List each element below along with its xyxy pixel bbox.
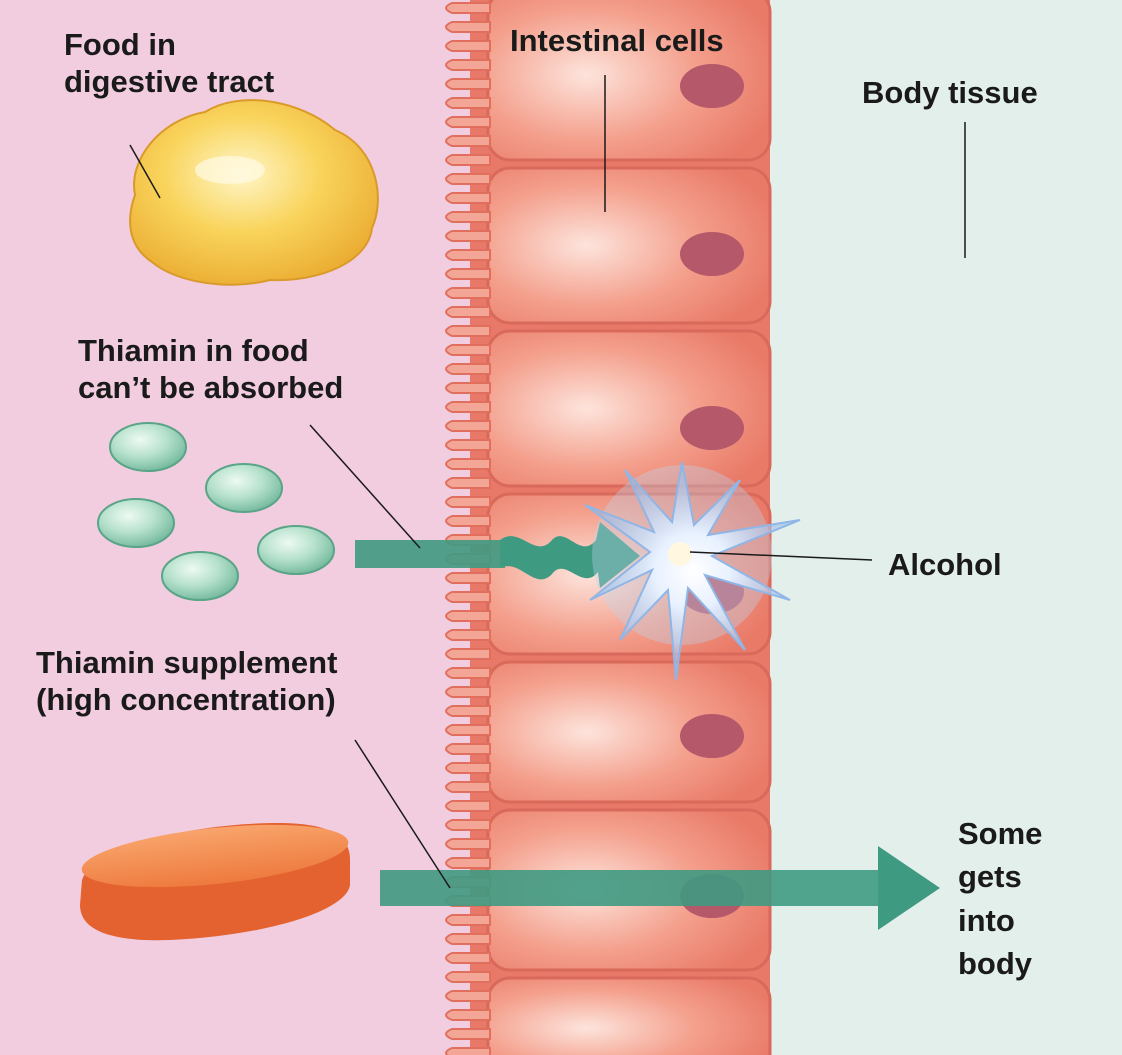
nucleus (680, 64, 744, 108)
microvillus (446, 972, 490, 982)
some-gets-line-1: Some (958, 812, 1042, 855)
thiamin-granule (110, 423, 186, 471)
microvillus (446, 1010, 490, 1020)
food-label: Food in digestive tract (64, 26, 274, 100)
microvillus (446, 41, 490, 51)
thiamin-food-label: Thiamin in food can’t be absorbed (78, 332, 343, 406)
nucleus (680, 232, 744, 276)
microvillus (446, 250, 490, 260)
alcohol-label: Alcohol (888, 546, 1002, 583)
microvillus (446, 402, 490, 412)
some-gets-line-2: gets (958, 855, 1042, 898)
microvillus (446, 991, 490, 1001)
microvillus (446, 611, 490, 621)
some-gets-into-body-label: Some gets into body (958, 812, 1042, 986)
microvillus (446, 326, 490, 336)
microvillus (446, 630, 490, 640)
thiamin-granule (98, 499, 174, 547)
microvillus (446, 79, 490, 89)
microvillus (446, 307, 490, 317)
some-gets-line-3: into (958, 899, 1042, 942)
intestinal-cells-label: Intestinal cells (510, 22, 724, 59)
microvillus (446, 364, 490, 374)
intestinal-cell (488, 331, 770, 486)
microvillus (446, 136, 490, 146)
food-highlight (195, 156, 265, 184)
microvillus (446, 820, 490, 830)
microvillus (446, 1048, 490, 1055)
microvillus (446, 212, 490, 222)
microvillus (446, 60, 490, 70)
microvillus (446, 573, 490, 583)
microvillus (446, 839, 490, 849)
nucleus (680, 714, 744, 758)
microvillus (446, 459, 490, 469)
microvillus (446, 22, 490, 32)
some-gets-line-4: body (958, 942, 1042, 985)
microvillus (446, 858, 490, 868)
microvillus (446, 668, 490, 678)
microvillus (446, 706, 490, 716)
microvillus (446, 801, 490, 811)
intestinal-cell (488, 978, 770, 1055)
microvillus (446, 345, 490, 355)
microvillus (446, 98, 490, 108)
microvillus (446, 155, 490, 165)
microvillus (446, 744, 490, 754)
microvillus (446, 440, 490, 450)
microvillus (446, 193, 490, 203)
microvillus (446, 782, 490, 792)
microvillus (446, 231, 490, 241)
microvillus (446, 1029, 490, 1039)
microvillus (446, 934, 490, 944)
thiamin-food-label-line-2: can’t be absorbed (78, 369, 343, 406)
microvillus (446, 915, 490, 925)
nucleus (680, 406, 744, 450)
microvillus (446, 269, 490, 279)
microvillus (446, 592, 490, 602)
thiamin-granule (206, 464, 282, 512)
microvillus (446, 497, 490, 507)
thiamin-supplement-label-line-1: Thiamin supplement (36, 644, 337, 681)
food-label-line-1: Food in (64, 26, 274, 63)
thiamin-granule (162, 552, 238, 600)
microvillus (446, 383, 490, 393)
microvillus (446, 649, 490, 659)
microvillus (446, 763, 490, 773)
thiamin-supplement-label: Thiamin supplement (high concentration) (36, 644, 337, 718)
microvillus (446, 687, 490, 697)
microvillus (446, 117, 490, 127)
microvillus (446, 953, 490, 963)
microvillus (446, 478, 490, 488)
microvillus (446, 516, 490, 526)
microvillus (446, 725, 490, 735)
microvillus (446, 3, 490, 13)
microvillus (446, 421, 490, 431)
food-label-line-2: digestive tract (64, 63, 274, 100)
thiamin-food-label-line-1: Thiamin in food (78, 332, 343, 369)
body-tissue-label: Body tissue (862, 74, 1038, 111)
thiamin-granule (258, 526, 334, 574)
microvillus (446, 288, 490, 298)
thiamin-supplement-label-line-2: (high concentration) (36, 681, 337, 718)
microvillus (446, 174, 490, 184)
